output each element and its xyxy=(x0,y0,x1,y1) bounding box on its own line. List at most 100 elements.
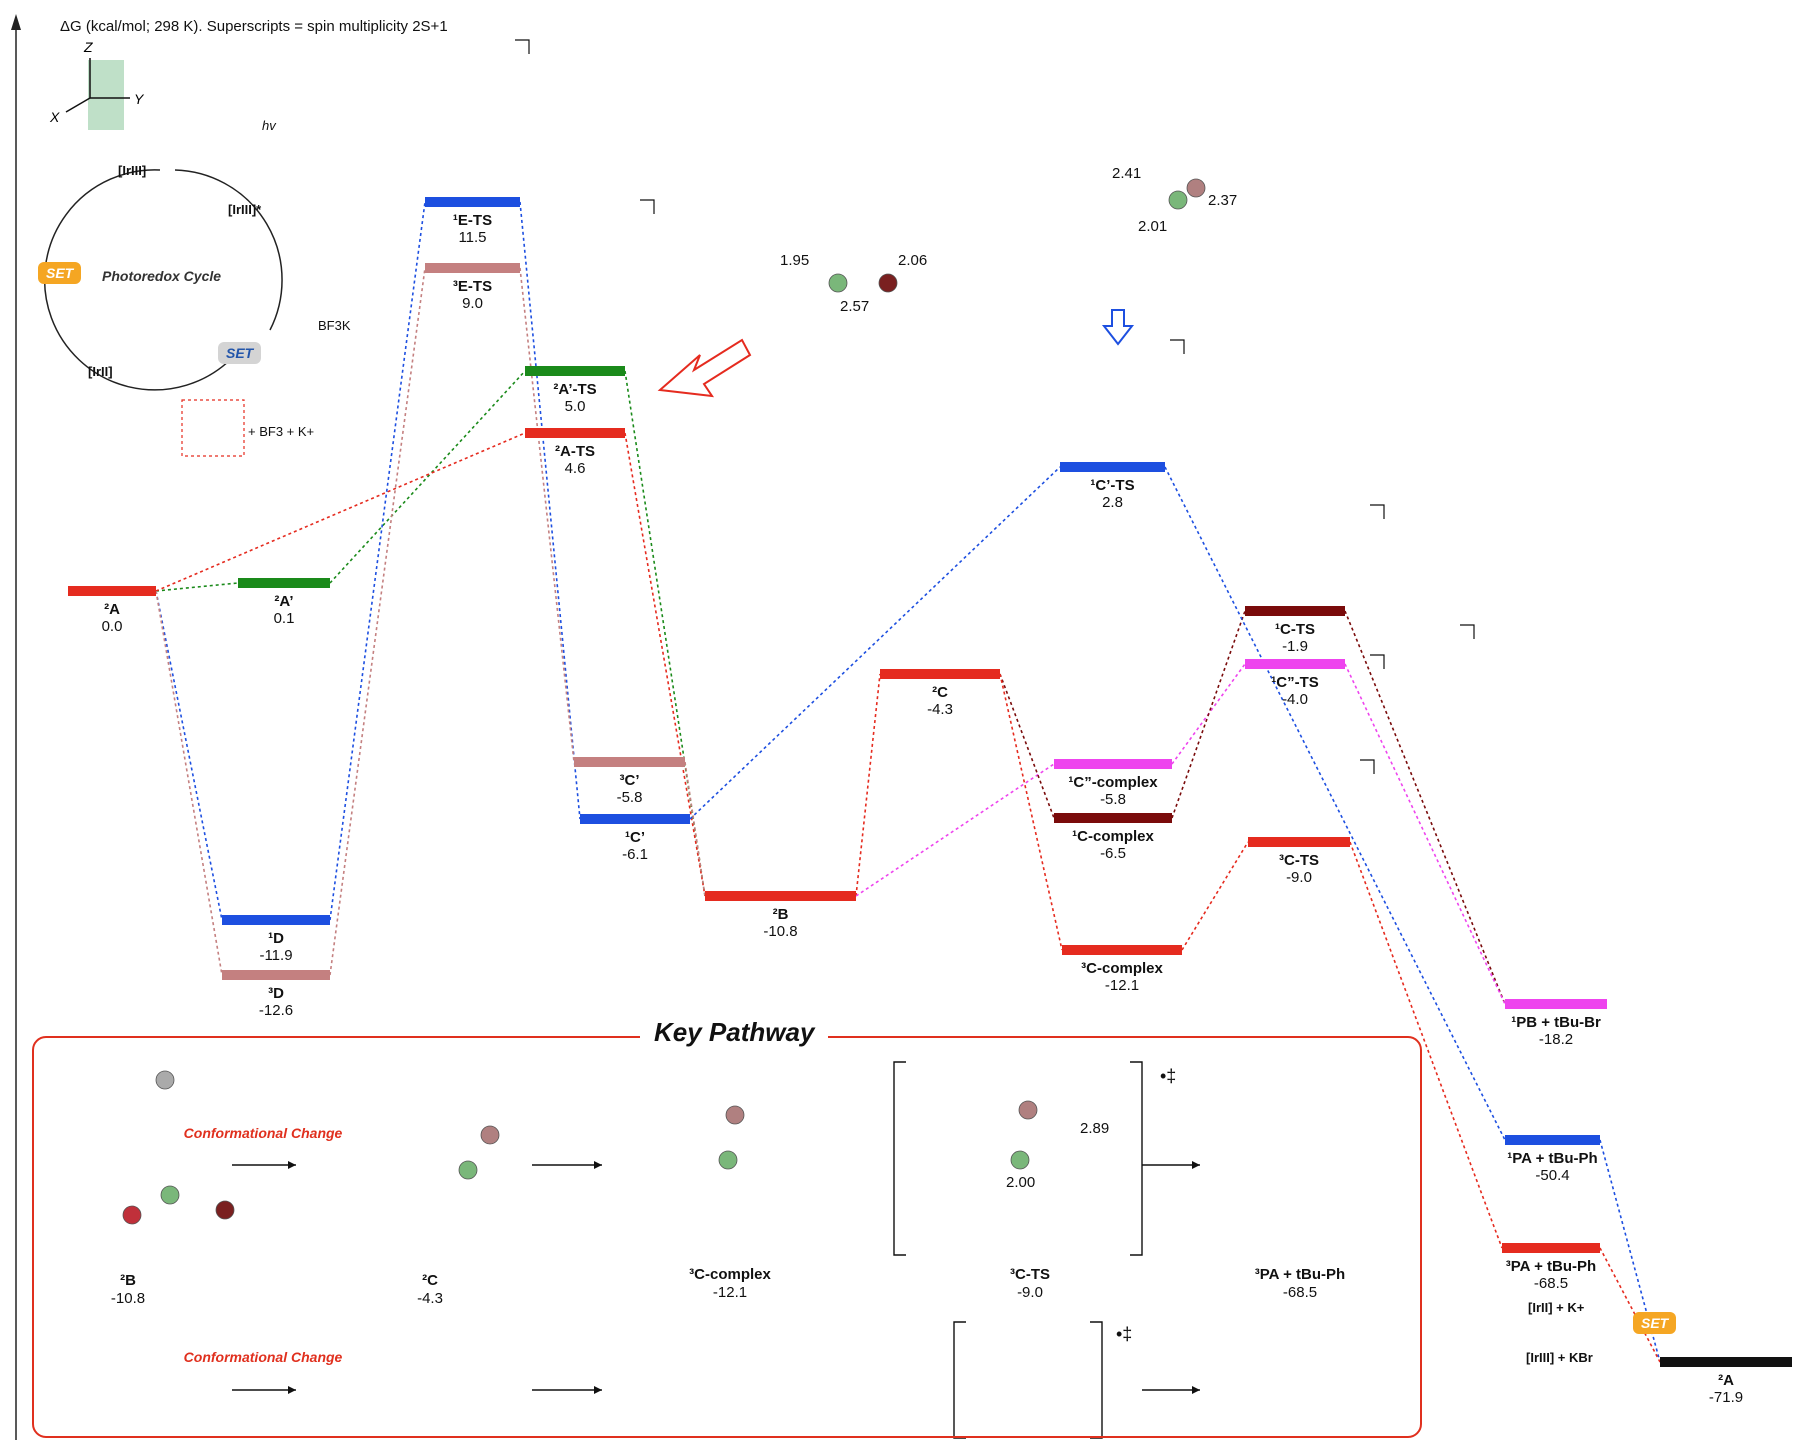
atom-sphere xyxy=(1168,190,1188,210)
state-name: ¹D xyxy=(268,930,284,947)
ir2-label: [IrII] xyxy=(88,364,113,379)
photoredox-cycle-title: Photoredox Cycle xyxy=(102,268,222,284)
energy-level-3D xyxy=(222,970,330,980)
photoredox-cycle-arc xyxy=(43,169,231,391)
atom-sphere xyxy=(718,1150,738,1170)
connector-dashed xyxy=(1344,663,1506,1005)
state-label-1CppTS: ¹C”-TS-4.0 xyxy=(1271,674,1319,709)
axis-plane-icon xyxy=(88,60,124,130)
state-name: ²A-TS xyxy=(555,443,595,460)
connector-dashed xyxy=(1599,1139,1661,1363)
connector-dashed xyxy=(155,590,223,976)
state-name: ¹C-complex xyxy=(1072,828,1154,845)
axis-letter: Y xyxy=(134,91,145,107)
state-energy: -50.4 xyxy=(1535,1167,1570,1185)
key-pathway-panel xyxy=(32,1036,1422,1438)
state-name: ¹C’-TS xyxy=(1090,477,1135,494)
reaction-arrowhead xyxy=(594,1161,602,1169)
reaction-arrowhead xyxy=(288,1386,296,1394)
connector-dashed xyxy=(155,582,239,592)
key-step-2C: ²C-4.3 xyxy=(417,1272,443,1307)
radical-box xyxy=(181,399,245,457)
energy-level-2Afinal xyxy=(1660,1357,1792,1367)
state-energy: -4.0 xyxy=(1282,691,1308,709)
state-name: ³D xyxy=(268,985,284,1002)
ts-bracket xyxy=(893,1061,906,1256)
distance-label: 2.89 xyxy=(1080,1120,1110,1137)
state-label-1D: ¹D-11.9 xyxy=(259,930,292,965)
connector-dashed xyxy=(684,761,706,897)
energy-level-3CTS xyxy=(1248,837,1350,847)
state-label-1PB: ¹PB + tBu-Br-18.2 xyxy=(1511,1014,1601,1049)
state-energy: 5.0 xyxy=(564,398,586,416)
atom-sphere xyxy=(1018,1100,1038,1120)
connector-dashed xyxy=(519,267,575,763)
state-label-3PA: ³PA + tBu-Ph-68.5 xyxy=(1506,1258,1596,1293)
energy-level-1D xyxy=(222,915,330,925)
ts-bracket xyxy=(953,1321,966,1439)
distance-label: 1.95 xyxy=(780,252,810,269)
atom-sphere xyxy=(122,1205,142,1225)
distance-label: 2.06 xyxy=(898,252,928,269)
atom-sphere xyxy=(155,1070,175,1090)
state-label-2Ap: ²A’0.1 xyxy=(274,593,295,628)
state-label-1Cc: ¹C-complex-6.5 xyxy=(1072,828,1154,863)
state-energy: 0.0 xyxy=(101,618,123,636)
energy-axis-arrowhead xyxy=(11,14,21,30)
radical-ts-mark: •‡ xyxy=(1160,1066,1177,1086)
state-energy: -12.1 xyxy=(1104,977,1140,995)
state-name: ¹E-TS xyxy=(452,212,493,229)
energy-level-2C xyxy=(880,669,1000,679)
state-energy: -12.6 xyxy=(258,1002,294,1020)
state-name: ¹C”-TS xyxy=(1271,674,1319,691)
state-name: ²B xyxy=(772,906,789,923)
atom-sphere xyxy=(725,1105,745,1125)
key-pathway-title: Key Pathway xyxy=(640,1017,829,1048)
state-name: ²C xyxy=(932,684,948,701)
state-name: ³C’ xyxy=(619,772,640,789)
state-label-3D: ³D-12.6 xyxy=(259,985,293,1020)
final-set-reductant: [IrII] + K+ xyxy=(1528,1300,1585,1315)
atom-sphere xyxy=(828,273,848,293)
energy-level-3Cp xyxy=(574,757,685,767)
state-name: ¹C’ xyxy=(624,829,645,846)
state-label-1Cp: ¹C’-6.1 xyxy=(622,829,648,864)
state-name: ²A xyxy=(1718,1372,1734,1389)
connector-dashed xyxy=(624,370,706,897)
energy-level-1CppTS xyxy=(1245,659,1345,669)
diagram-header: ΔG (kcal/mol; 298 K). Superscripts = spi… xyxy=(60,18,448,35)
connector-dashed xyxy=(624,432,706,897)
connector-dashed xyxy=(155,432,526,592)
distance-label: 2.41 xyxy=(1112,165,1142,182)
state-energy: -6.5 xyxy=(1100,845,1126,863)
state-name: ³C-TS xyxy=(1279,852,1319,869)
set-badge-oxidation: SET xyxy=(38,262,82,284)
energy-level-2B xyxy=(705,891,856,901)
state-energy: -9.0 xyxy=(1286,869,1312,887)
connector-dashed xyxy=(689,466,1061,820)
ts-bracket xyxy=(1370,504,1385,519)
atom-sphere xyxy=(458,1160,478,1180)
hv-label: hv xyxy=(262,118,276,133)
distance-label: 2.00 xyxy=(1006,1174,1036,1191)
state-energy: -5.8 xyxy=(616,789,643,807)
state-name: ³PA + tBu-Ph xyxy=(1505,1258,1597,1275)
state-name: ³C-complex xyxy=(1081,960,1163,977)
connector-dashed xyxy=(855,763,1055,897)
state-name: ²A’-TS xyxy=(553,381,597,398)
radical-ts-mark: •‡ xyxy=(1116,1324,1133,1344)
ir3-excited-label: [IrIII]* xyxy=(228,202,262,217)
state-energy: -68.5 xyxy=(1533,1275,1569,1293)
state-label-2C: ²C-4.3 xyxy=(927,684,953,719)
reaction-arrowhead xyxy=(288,1161,296,1169)
reaction-arrowhead xyxy=(1192,1161,1200,1169)
state-label-1PA: ¹PA + tBu-Ph-50.4 xyxy=(1507,1150,1597,1185)
ir3-label: [IrIII] xyxy=(118,163,147,178)
energy-level-3Cc xyxy=(1062,945,1182,955)
connector-dashed xyxy=(329,201,426,921)
axis-letter: Z xyxy=(83,39,93,55)
